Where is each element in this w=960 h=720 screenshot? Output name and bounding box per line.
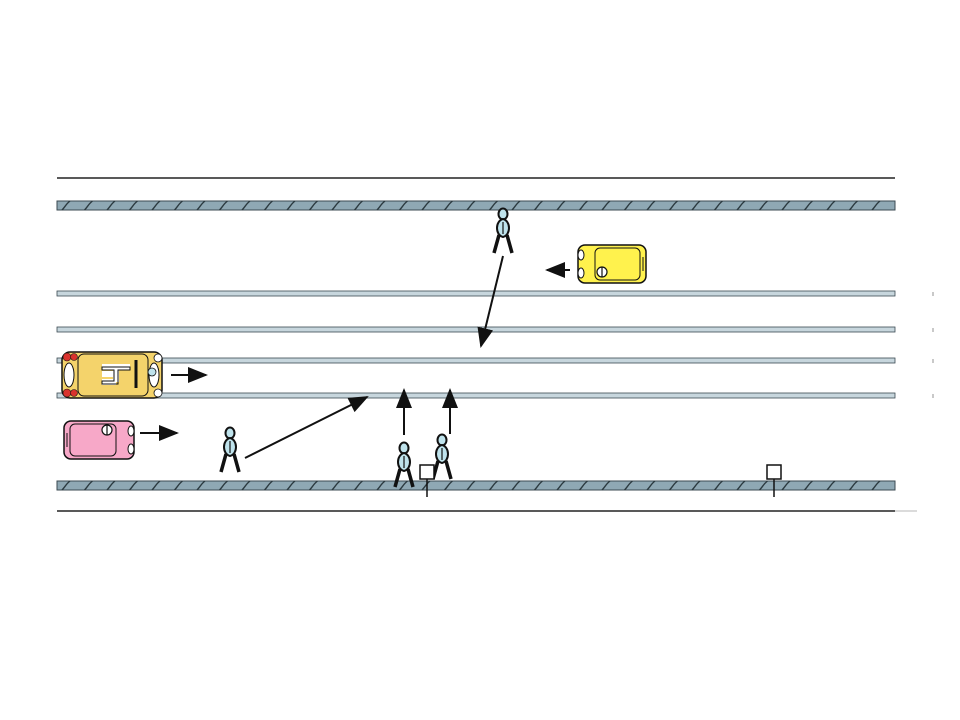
rail-tie — [173, 200, 183, 211]
pedestrian-bottom-left-icon — [219, 426, 241, 474]
rail-tie — [331, 200, 341, 211]
rail-tie — [556, 200, 566, 211]
sign-post-2-icon — [766, 464, 782, 497]
tram-track-top — [56, 200, 896, 211]
rail-tie — [803, 200, 813, 211]
edge-marks — [932, 292, 934, 398]
rail-tie — [308, 200, 318, 211]
rail-tie — [578, 480, 588, 491]
rail-tie — [286, 480, 296, 491]
rail-tie — [151, 480, 161, 491]
rail-tie — [556, 480, 566, 491]
rail-tie — [376, 200, 386, 211]
rail-tie — [443, 480, 453, 491]
pedestrian-bottom-center-2-icon — [431, 433, 453, 481]
rail-tie — [263, 480, 273, 491]
pedestrian-top-icon — [492, 207, 514, 255]
pedestrian-bottom-center-1-icon — [393, 441, 415, 489]
rail-tie — [151, 200, 161, 211]
rail-tie — [196, 200, 206, 211]
rail-tie — [803, 480, 813, 491]
rail-tie — [241, 480, 251, 491]
rail-tie — [713, 200, 723, 211]
rail-tie — [421, 480, 431, 491]
rail-tie — [106, 200, 116, 211]
rail-tie — [758, 480, 768, 491]
rail-tie — [578, 200, 588, 211]
rail-tie — [848, 480, 858, 491]
rail-tie — [871, 480, 881, 491]
rail-tie — [218, 480, 228, 491]
rail-tie — [488, 480, 498, 491]
pedestrian-bottom-left-arrow — [244, 396, 369, 459]
sign-post-1-icon — [419, 464, 435, 497]
rail-tie — [533, 480, 543, 491]
rail-tie — [736, 200, 746, 211]
rail-tie — [871, 200, 881, 211]
rail-tie — [848, 200, 858, 211]
rail-tie — [646, 200, 656, 211]
rail-tie — [83, 200, 93, 211]
rail-tie — [713, 480, 723, 491]
rail-tie — [218, 200, 228, 211]
rail-tie — [601, 200, 611, 211]
rail-tie — [196, 480, 206, 491]
lane-line-2 — [56, 326, 896, 333]
rail-tie — [443, 200, 453, 211]
rail-tie — [646, 480, 656, 491]
rail-tie — [308, 480, 318, 491]
pink-car — [63, 420, 135, 460]
rail-tie — [533, 200, 543, 211]
rail-tie — [826, 480, 836, 491]
rail-tie — [263, 200, 273, 211]
rail-tie — [758, 200, 768, 211]
rail-tie — [421, 200, 431, 211]
rail-tie — [353, 480, 363, 491]
rail-tie — [106, 480, 116, 491]
rail-tie — [286, 200, 296, 211]
rail-tie — [511, 200, 521, 211]
rail-tie — [736, 480, 746, 491]
pedestrian-top-arrow — [477, 255, 504, 348]
lane-line-3 — [56, 357, 896, 364]
rail-tie — [668, 200, 678, 211]
rail-tie — [128, 200, 138, 211]
rail-tie — [331, 480, 341, 491]
rail-tie — [826, 200, 836, 211]
rail-tie — [173, 480, 183, 491]
lane-lines — [56, 290, 896, 399]
rail-tie — [623, 200, 633, 211]
rail-tie — [623, 480, 633, 491]
rail-tie — [61, 480, 71, 491]
rail-tie — [398, 480, 408, 491]
rail-tie — [128, 480, 138, 491]
rail-tie — [466, 200, 476, 211]
rail-tie — [466, 480, 476, 491]
lane-line-4 — [56, 392, 896, 399]
rail-tie — [376, 480, 386, 491]
lane-line-1 — [56, 290, 896, 297]
rail-tie — [488, 200, 498, 211]
rail-tie — [511, 480, 521, 491]
tram — [61, 351, 163, 399]
rail-tie — [691, 480, 701, 491]
rail-tie — [668, 480, 678, 491]
yellow-car — [577, 244, 647, 284]
rail-tie — [781, 200, 791, 211]
tram-track-bottom — [56, 480, 896, 491]
rail-tie — [781, 480, 791, 491]
rail-tie — [398, 200, 408, 211]
rail-tie — [691, 200, 701, 211]
rail-tie — [83, 480, 93, 491]
rail-tie — [61, 200, 71, 211]
rail-tie — [241, 200, 251, 211]
rail-tie — [601, 480, 611, 491]
rail-tie — [353, 200, 363, 211]
